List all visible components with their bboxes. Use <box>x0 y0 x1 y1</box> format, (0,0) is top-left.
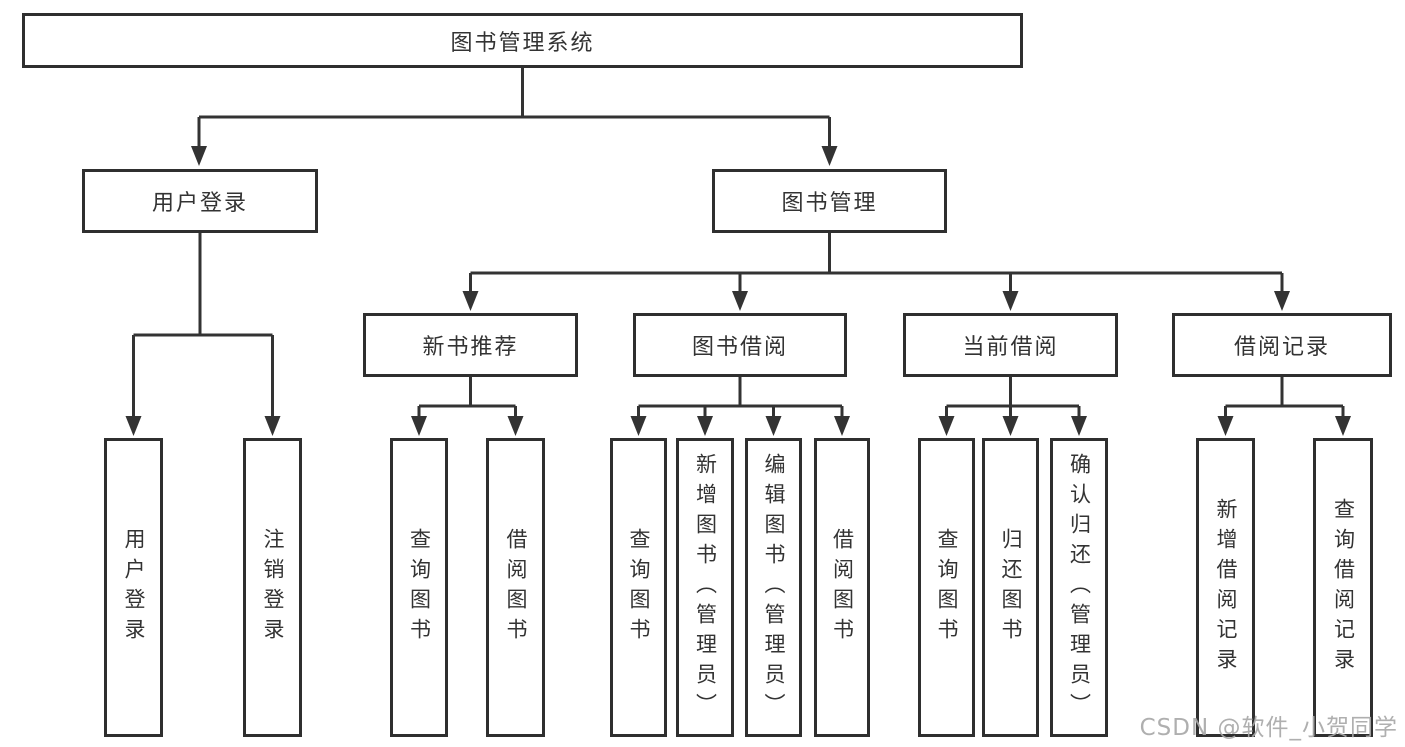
csdn-watermark: CSDN @软件_小贺同学 <box>1139 715 1398 741</box>
node-leaf-edit-books-admin: 编辑图书（管理员） <box>745 438 802 737</box>
node-leaf-borrow-books-2-label: 借阅图书 <box>830 527 855 648</box>
node-leaf-query-books-1: 查询图书 <box>390 438 448 737</box>
node-leaf-edit-books-admin-label: 编辑图书（管理员） <box>762 452 786 723</box>
node-user-login: 用户登录 <box>82 169 318 233</box>
node-borrowing-records-label: 借阅记录 <box>1233 335 1330 360</box>
node-leaf-add-borrow-record-label: 新增借阅记录 <box>1214 497 1238 678</box>
node-leaf-add-borrow-record: 新增借阅记录 <box>1196 438 1255 737</box>
node-new-book-recommend-label: 新书推荐 <box>422 335 519 360</box>
node-book-management-label: 图书管理 <box>781 191 878 216</box>
node-leaf-borrow-books-2: 借阅图书 <box>814 438 870 737</box>
node-leaf-borrow-books-1-label: 借阅图书 <box>504 527 528 648</box>
node-leaf-query-borrow-record-label: 查询借阅记录 <box>1331 497 1356 678</box>
node-user-login-label: 用户登录 <box>151 191 248 216</box>
node-system-root-label: 图书管理系统 <box>450 30 595 56</box>
node-leaf-query-borrow-record: 查询借阅记录 <box>1313 438 1373 737</box>
node-borrowing-records: 借阅记录 <box>1172 313 1392 377</box>
node-current-borrowing-label: 当前借阅 <box>962 335 1059 360</box>
arrowheads <box>125 146 1351 436</box>
node-leaf-add-books-admin: 新增图书（管理员） <box>676 438 734 737</box>
node-leaf-logout-label: 注销登录 <box>261 527 285 648</box>
node-leaf-return-books: 归还图书 <box>982 438 1039 737</box>
node-leaf-query-books-3: 查询图书 <box>918 438 975 737</box>
node-leaf-confirm-return-admin: 确认归还（管理员） <box>1050 438 1108 737</box>
node-leaf-borrow-books-1: 借阅图书 <box>486 438 545 737</box>
node-leaf-query-books-2-label: 查询图书 <box>627 527 651 648</box>
node-leaf-logout: 注销登录 <box>243 438 302 737</box>
connector-lines <box>132 68 1345 422</box>
node-book-borrowing: 图书借阅 <box>633 313 847 377</box>
node-leaf-query-books-3-label: 查询图书 <box>935 527 959 648</box>
node-current-borrowing: 当前借阅 <box>903 313 1118 377</box>
node-leaf-query-books-2: 查询图书 <box>610 438 667 737</box>
node-book-management: 图书管理 <box>712 169 947 233</box>
node-leaf-confirm-return-admin-label: 确认归还（管理员） <box>1067 452 1092 723</box>
node-leaf-add-books-admin-label: 新增图书（管理员） <box>693 452 718 723</box>
node-leaf-return-books-label: 归还图书 <box>999 527 1023 648</box>
node-leaf-query-books-1-label: 查询图书 <box>407 527 432 648</box>
node-system-root: 图书管理系统 <box>22 13 1023 68</box>
node-leaf-user-login-label: 用户登录 <box>122 527 146 648</box>
node-leaf-user-login: 用户登录 <box>104 438 163 737</box>
node-book-borrowing-label: 图书借阅 <box>691 335 788 360</box>
node-new-book-recommend: 新书推荐 <box>363 313 578 377</box>
